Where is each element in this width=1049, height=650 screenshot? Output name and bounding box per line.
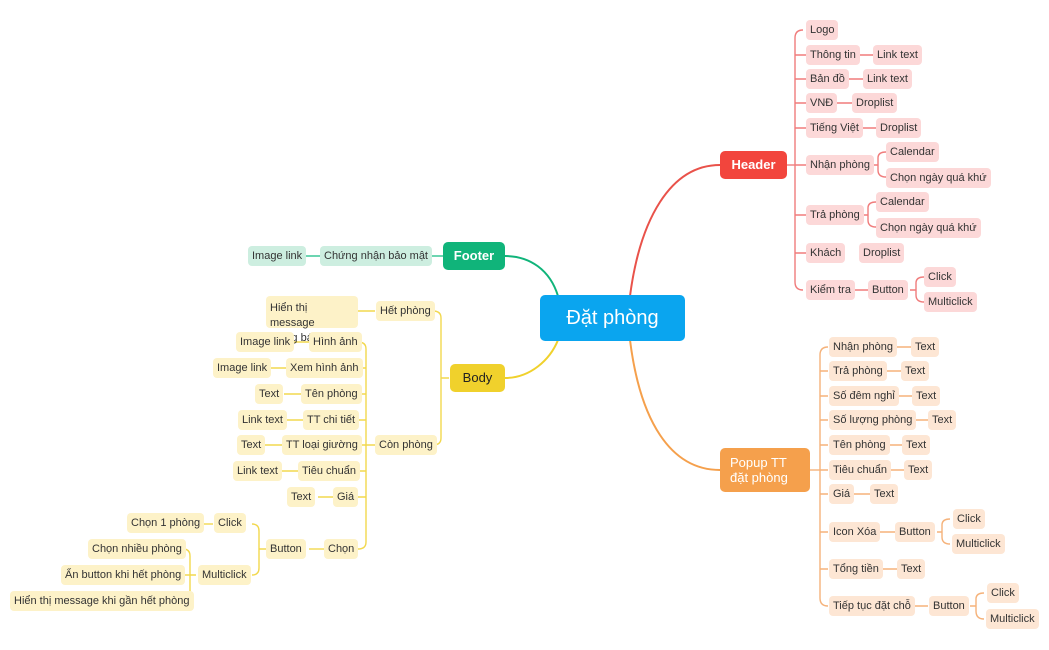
body-multiclick[interactable]: Multiclick <box>198 565 251 585</box>
popup-branch[interactable]: Popup TT đặt phòng <box>720 448 810 492</box>
popup-tong-tien-text[interactable]: Text <box>897 559 926 579</box>
popup-tiep-tuc[interactable]: Tiếp tục đặt chỗ <box>829 596 915 616</box>
body-tieu-chuan[interactable]: Tiêu chuẩn <box>298 461 361 481</box>
body-gia[interactable]: Giá <box>333 487 359 507</box>
body-chon-1-phong[interactable]: Chọn 1 phòng <box>127 513 205 533</box>
body-tt-chi-tiet-link[interactable]: Link text <box>238 410 287 430</box>
body-xem-hinh-anh[interactable]: Xem hình ảnh <box>286 358 363 378</box>
body-xem-hinh-anh-link[interactable]: Image link <box>213 358 272 378</box>
footer-branch[interactable]: Footer <box>443 242 505 270</box>
header-vnd-droplist[interactable]: Droplist <box>852 93 898 113</box>
body-hinh-anh[interactable]: Hình ảnh <box>309 332 362 352</box>
header-tra-phong-past[interactable]: Chọn ngày quá khứ <box>876 218 981 238</box>
popup-gia-text[interactable]: Text <box>870 484 899 504</box>
body-tt-loai-giuong-text[interactable]: Text <box>237 435 266 455</box>
body-tieu-chuan-link[interactable]: Link text <box>233 461 282 481</box>
popup-tieu-chuan[interactable]: Tiêu chuẩn <box>829 460 892 480</box>
body-chon-nhieu-phong[interactable]: Chọn nhiều phòng <box>88 539 186 559</box>
header-tra-phong[interactable]: Trả phòng <box>806 205 864 225</box>
body-chon[interactable]: Chọn <box>324 539 359 559</box>
body-tt-loai-giuong[interactable]: TT loại giường <box>282 435 362 455</box>
header-khach[interactable]: Khách <box>806 243 846 263</box>
header-nhan-phong[interactable]: Nhận phòng <box>806 155 874 175</box>
central-topic[interactable]: Đặt phòng <box>540 295 685 341</box>
body-het-phong[interactable]: Hết phòng <box>376 301 435 321</box>
popup-icon-xoa-click[interactable]: Click <box>953 509 985 529</box>
body-gia-text[interactable]: Text <box>287 487 316 507</box>
popup-ten-phong[interactable]: Tên phòng <box>829 435 890 455</box>
header-kiem-tra-click[interactable]: Click <box>924 267 956 287</box>
popup-gia[interactable]: Giá <box>829 484 855 504</box>
header-tra-phong-calendar[interactable]: Calendar <box>876 192 929 212</box>
popup-tiep-tuc-button[interactable]: Button <box>929 596 969 616</box>
popup-icon-xoa-button[interactable]: Button <box>895 522 935 542</box>
popup-ten-phong-text[interactable]: Text <box>902 435 931 455</box>
popup-so-luong-phong[interactable]: Số lượng phòng <box>829 410 917 430</box>
popup-tiep-tuc-multiclick[interactable]: Multiclick <box>986 609 1039 629</box>
popup-tiep-tuc-click[interactable]: Click <box>987 583 1019 603</box>
header-tieng-viet-droplist[interactable]: Droplist <box>876 118 922 138</box>
popup-icon-xoa-multiclick[interactable]: Multiclick <box>952 534 1005 554</box>
body-branch[interactable]: Body <box>450 364 505 392</box>
header-vnd[interactable]: VNĐ <box>806 93 838 113</box>
body-het-phong-msg[interactable]: Hiển thị message thông báo <box>266 296 358 344</box>
header-thong-tin[interactable]: Thông tin <box>806 45 860 65</box>
header-logo[interactable]: Logo <box>806 20 839 40</box>
popup-tra-phong[interactable]: Trả phòng <box>829 361 887 381</box>
body-an-button[interactable]: Ẩn button khi hết phòng <box>61 565 186 585</box>
body-hinh-anh-link[interactable]: Image link <box>236 332 295 352</box>
popup-tong-tien[interactable]: Tổng tiền <box>829 559 883 579</box>
header-branch[interactable]: Header <box>720 151 787 179</box>
header-ban-do[interactable]: Bản đồ <box>806 69 849 89</box>
header-khach-droplist[interactable]: Droplist <box>859 243 905 263</box>
body-ten-phong-text[interactable]: Text <box>255 384 284 404</box>
popup-so-dem-nghi[interactable]: Số đêm nghỉ <box>829 386 899 406</box>
body-hien-thi-msg[interactable]: Hiển thị message khi gần hết phòng <box>10 591 194 611</box>
header-nhan-phong-past[interactable]: Chọn ngày quá khứ <box>886 168 991 188</box>
header-kiem-tra-button[interactable]: Button <box>868 280 908 300</box>
popup-nhan-phong[interactable]: Nhận phòng <box>829 337 897 357</box>
footer-chung-nhan[interactable]: Chứng nhận bảo mật <box>320 246 432 266</box>
header-kiem-tra[interactable]: Kiểm tra <box>806 280 855 300</box>
header-nhan-phong-calendar[interactable]: Calendar <box>886 142 939 162</box>
popup-so-dem-nghi-text[interactable]: Text <box>912 386 941 406</box>
header-kiem-tra-multiclick[interactable]: Multiclick <box>924 292 977 312</box>
popup-so-luong-phong-text[interactable]: Text <box>928 410 957 430</box>
body-button[interactable]: Button <box>266 539 306 559</box>
body-con-phong[interactable]: Còn phòng <box>375 435 437 455</box>
popup-tieu-chuan-text[interactable]: Text <box>904 460 933 480</box>
header-tieng-viet[interactable]: Tiếng Việt <box>806 118 863 138</box>
header-thong-tin-link[interactable]: Link text <box>873 45 922 65</box>
footer-image-link[interactable]: Image link <box>248 246 307 266</box>
header-ban-do-link[interactable]: Link text <box>863 69 912 89</box>
body-click[interactable]: Click <box>214 513 246 533</box>
popup-nhan-phong-text[interactable]: Text <box>911 337 940 357</box>
body-ten-phong[interactable]: Tên phòng <box>301 384 362 404</box>
popup-icon-xoa[interactable]: Icon Xóa <box>829 522 881 542</box>
body-tt-chi-tiet[interactable]: TT chi tiết <box>303 410 360 430</box>
popup-tra-phong-text[interactable]: Text <box>901 361 930 381</box>
